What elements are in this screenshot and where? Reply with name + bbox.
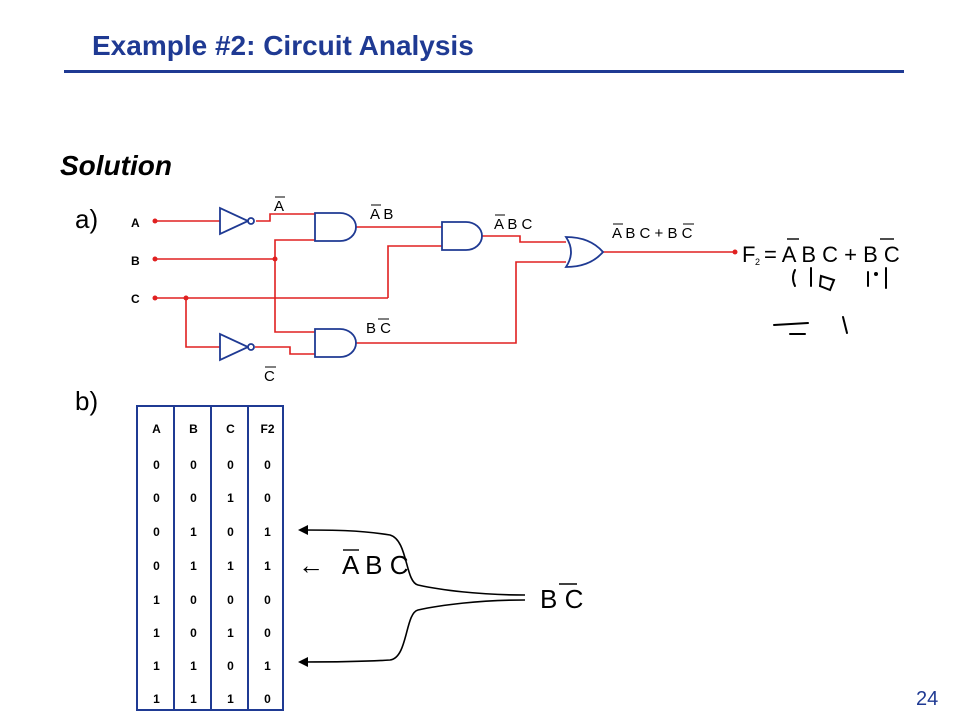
header-c: C xyxy=(226,422,235,436)
table-cell: 1 xyxy=(264,559,271,573)
and-bc-label: B C xyxy=(366,320,391,337)
not-gate-c xyxy=(219,332,255,362)
input-label-c: C xyxy=(131,292,140,306)
input-label-a: A xyxy=(131,216,140,230)
table-cell: 0 xyxy=(190,491,197,505)
equation-subscript: 2 xyxy=(755,257,760,267)
solution-heading: Solution xyxy=(60,150,172,181)
not-a-label: A xyxy=(274,198,284,215)
table-cell: 1 xyxy=(190,659,197,673)
table-cell: 0 xyxy=(190,593,197,607)
header-a: A xyxy=(152,422,161,436)
table-cell: 1 xyxy=(153,692,160,706)
table-cell: 0 xyxy=(190,626,197,640)
table-cell: 1 xyxy=(153,593,160,607)
truth-table: A B C F2 0 0 0 0 0 0 1 0 0 1 0 1 0 1 1 1… xyxy=(136,405,284,711)
table-cell: 0 xyxy=(264,491,271,505)
equation-rhs: = A B C + B C xyxy=(764,242,900,267)
part-a-label: a) xyxy=(75,204,99,234)
not-c-label: C xyxy=(264,368,275,385)
table-cell: 0 xyxy=(153,525,160,539)
table-cell: 0 xyxy=(264,626,271,640)
table-cell: 0 xyxy=(227,525,234,539)
table-cell: 1 xyxy=(264,525,271,539)
gate-labels: A A B A B C A B C + B C B C C xyxy=(264,196,694,385)
table-cell: 1 xyxy=(227,491,234,505)
table-cell: 0 xyxy=(264,692,271,706)
abc-arrow-glyph: ← xyxy=(298,550,324,580)
and-abc-label: A B C xyxy=(494,216,533,233)
and-gate-abc xyxy=(441,221,483,251)
abc-annotation: A B C xyxy=(342,550,408,580)
part-b-label: b) xyxy=(75,386,99,416)
and-gate-ab xyxy=(314,212,357,242)
table-cell: 1 xyxy=(190,525,197,539)
table-cell: 0 xyxy=(227,593,234,607)
and-ab-label: A B xyxy=(370,206,393,223)
table-cell: 1 xyxy=(264,659,271,673)
table-cell: 1 xyxy=(227,626,234,640)
table-cell: 1 xyxy=(227,559,234,573)
slide-title: Example #2: Circuit Analysis xyxy=(92,30,474,61)
header-f2: F2 xyxy=(260,422,275,436)
bc-annotation: B C xyxy=(540,584,583,614)
table-cell: 0 xyxy=(153,458,160,472)
wire-dots xyxy=(152,218,738,301)
and-gate-bc xyxy=(314,328,357,358)
table-cell: 1 xyxy=(153,659,160,673)
table-cell: 0 xyxy=(227,458,234,472)
table-divider xyxy=(210,407,212,709)
table-cell: 1 xyxy=(227,692,234,706)
table-cell: 0 xyxy=(227,659,234,673)
table-cell: 1 xyxy=(153,626,160,640)
table-cell: 0 xyxy=(264,458,271,472)
table-cell: 0 xyxy=(190,458,197,472)
header-b: B xyxy=(189,422,198,436)
equation-lhs: F xyxy=(742,242,755,267)
table-cell: 0 xyxy=(153,559,160,573)
table-cell: 1 xyxy=(190,692,197,706)
table-cell: 0 xyxy=(153,491,160,505)
page-number: 24 xyxy=(916,688,939,710)
table-divider xyxy=(173,407,175,709)
input-label-b: B xyxy=(131,254,140,268)
annotation-arrows xyxy=(301,529,526,663)
table-divider xyxy=(247,407,249,709)
arrow-heads xyxy=(298,525,308,667)
output-equation: F 2 = A B C + B C xyxy=(742,238,900,267)
or-sum-label: A B C + B C xyxy=(612,225,693,242)
table-cell: 1 xyxy=(190,559,197,573)
or-gate xyxy=(564,236,605,268)
table-cell: 0 xyxy=(264,593,271,607)
wires xyxy=(155,213,735,355)
title-underline xyxy=(64,70,904,73)
not-gate-a xyxy=(219,206,255,236)
handwritten-marks xyxy=(773,267,887,335)
gates xyxy=(219,206,605,362)
